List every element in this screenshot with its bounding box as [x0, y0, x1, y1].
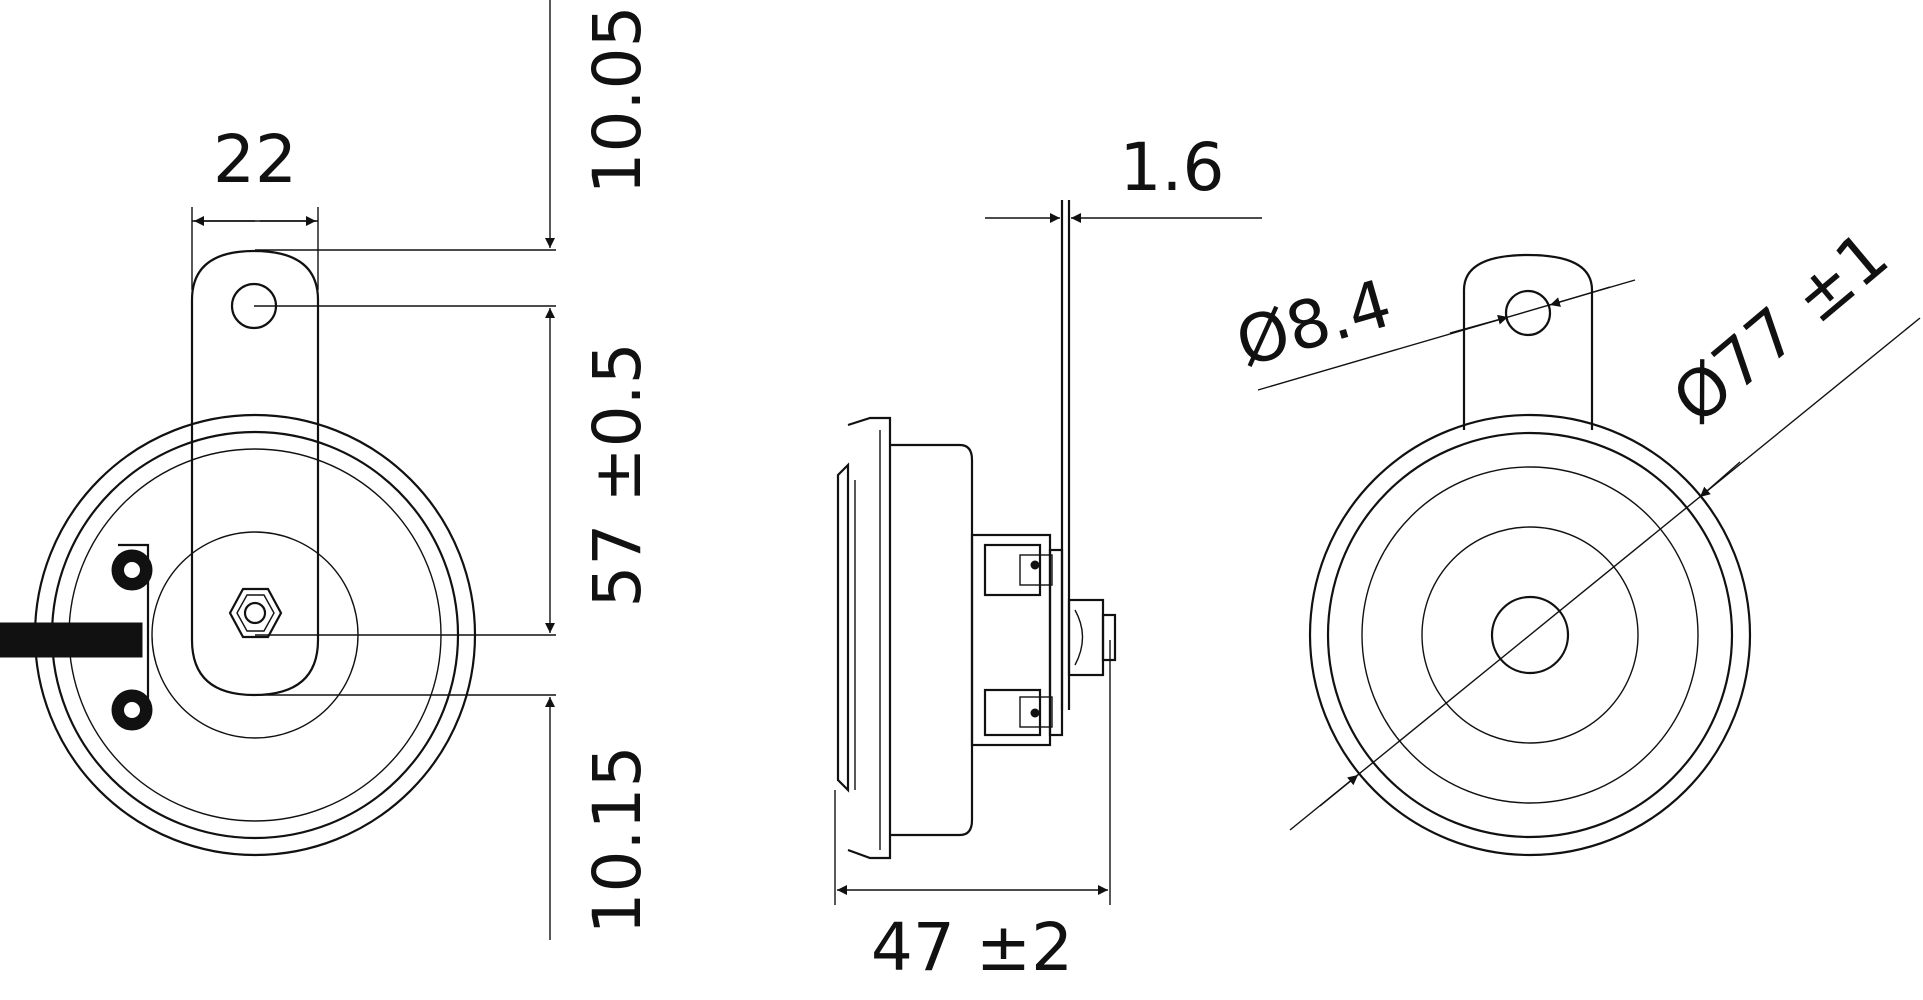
hex-nut: [228, 587, 283, 639]
bottom-offset-label: 10.15: [579, 746, 656, 935]
terminal-plate: [111, 543, 153, 731]
tab-hole: [1504, 289, 1552, 337]
bracket-thickness-label: 1.6: [1120, 129, 1225, 206]
strap-width-dimension: 22: [192, 121, 318, 226]
hole-diameter-dimension: Ø8.4: [1228, 265, 1636, 391]
side-nut: [1067, 598, 1117, 677]
top-offset-label: 10.05: [579, 6, 656, 195]
rear-horn-body: [1308, 413, 1752, 857]
mounting-tab: [1462, 253, 1594, 430]
hole-diameter-label: Ø8.4: [1228, 265, 1400, 382]
depth-label: 47 ±2: [871, 909, 1073, 986]
vertical-dimension-chain: 10.05 57 ±0.5 10.15: [545, 0, 656, 940]
terminal-block: [970, 533, 1064, 747]
bracket-thickness-dimension: 1.6: [985, 129, 1262, 223]
horn-side-profile: [836, 416, 974, 860]
connector-cable: [0, 622, 143, 658]
side-view: 1.6 47 ±2: [834, 129, 1262, 986]
horn-diameter-label: Ø77 ±1: [1658, 217, 1902, 439]
front-view: 22 10.05 57 ±0.5 10.15: [0, 0, 656, 940]
mounting-strap: [190, 249, 320, 697]
rear-view: Ø8.4 Ø77 ±1: [1228, 217, 1921, 857]
depth-dimension: 47 ±2: [834, 640, 1111, 986]
hole-spacing-label: 57 ±0.5: [579, 342, 656, 607]
strap-width-label: 22: [213, 121, 297, 198]
